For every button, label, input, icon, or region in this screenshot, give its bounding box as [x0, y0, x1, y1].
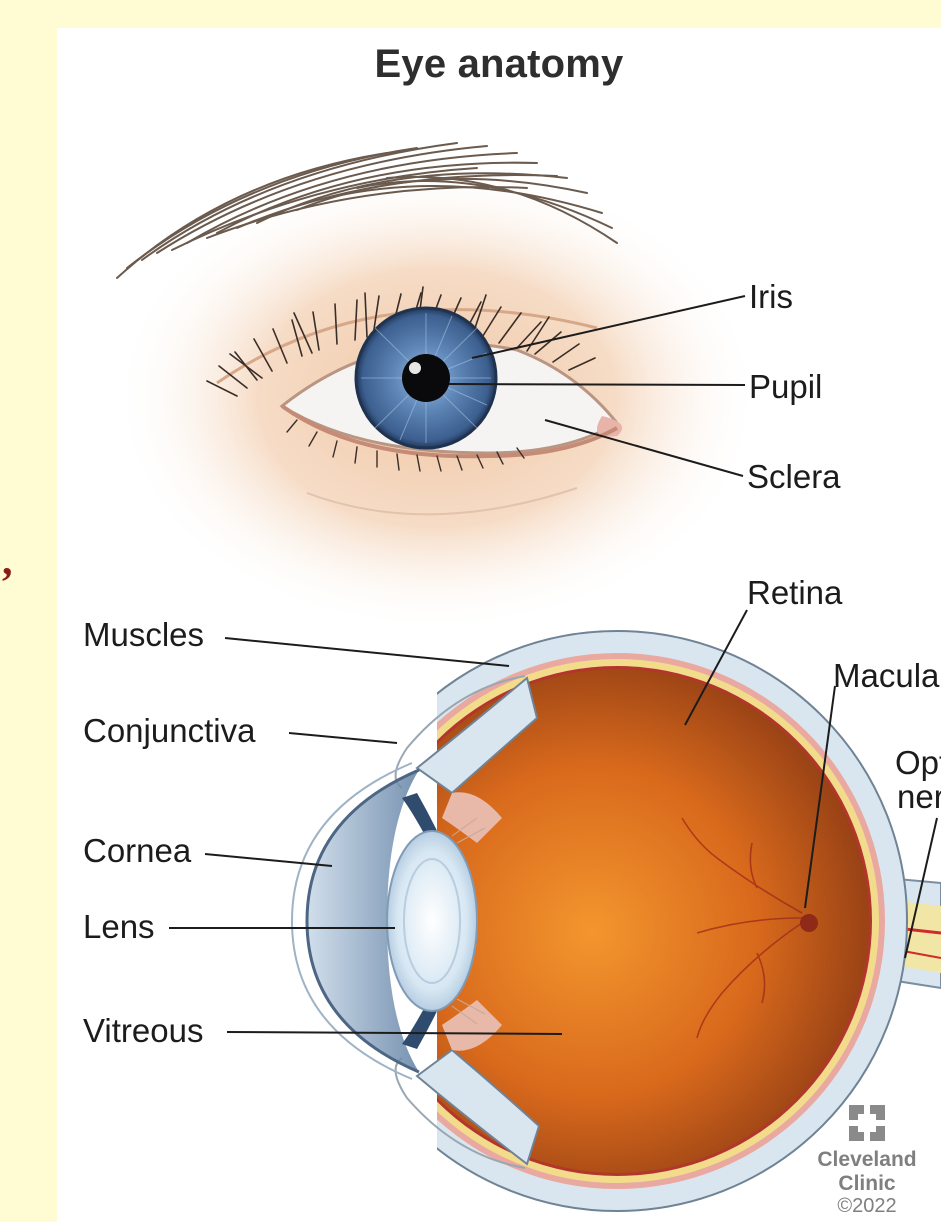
label-optic-nerve-1: Optic — [895, 746, 941, 779]
side-comma-mark: , — [2, 540, 13, 582]
label-lens: Lens — [83, 910, 155, 943]
label-pupil: Pupil — [749, 370, 822, 403]
label-optic-nerve-2: nerve — [897, 780, 941, 813]
macula-spot — [800, 914, 818, 932]
label-iris: Iris — [749, 280, 793, 313]
label-vitreous: Vitreous — [83, 1014, 203, 1047]
logo-copyright: ©2022 — [797, 1195, 937, 1217]
pupil-shape — [402, 354, 450, 402]
label-conjunctiva: Conjunctiva — [83, 714, 255, 747]
label-sclera: Sclera — [747, 460, 841, 493]
logo-line2: Clinic — [797, 1172, 937, 1196]
logo-line1: Cleveland — [797, 1148, 937, 1172]
eye-anatomy-card: Eye anatomy — [57, 28, 941, 1222]
cleveland-clinic-logo-icon — [848, 1104, 886, 1142]
cleveland-clinic-logo: Cleveland Clinic ©2022 — [797, 1104, 937, 1217]
pupil-highlight — [409, 362, 421, 374]
label-macula: Macula — [833, 659, 939, 692]
label-muscles: Muscles — [83, 618, 204, 651]
label-cornea: Cornea — [83, 834, 191, 867]
label-retina: Retina — [747, 576, 842, 609]
